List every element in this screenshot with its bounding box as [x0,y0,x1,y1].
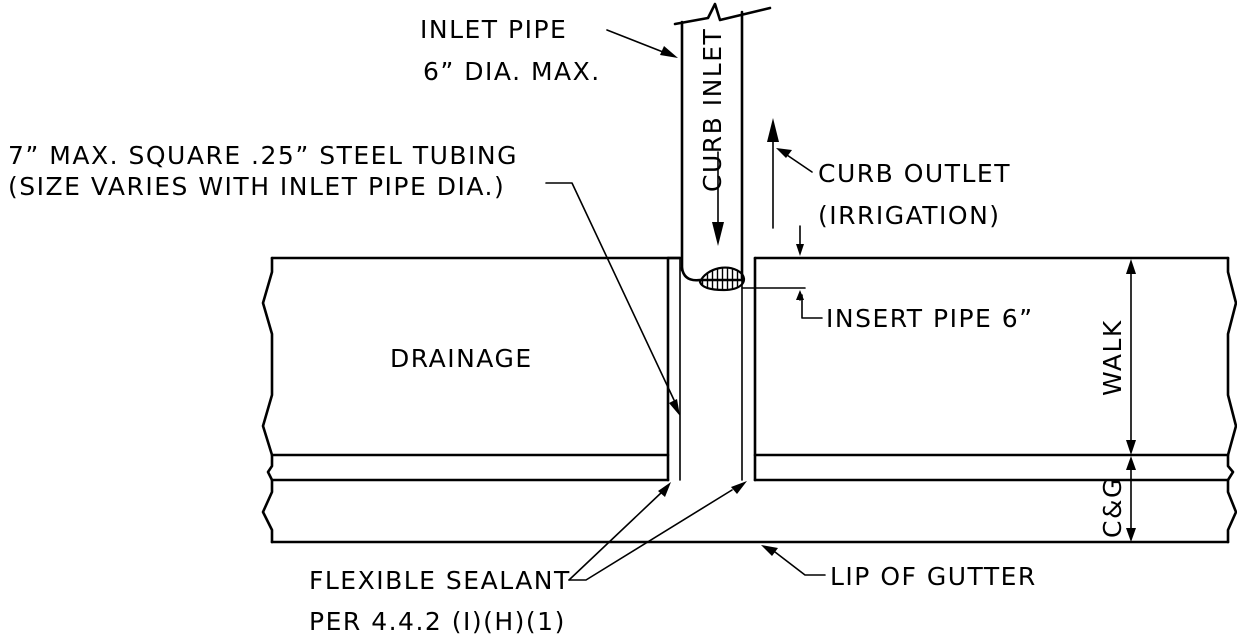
inlet-pipe [673,2,772,282]
lip-of-gutter-label: LIP OF GUTTER [830,562,1037,591]
curb-inlet-flow-arrow [712,151,724,246]
walk-label: WALK [1098,319,1127,396]
steel-tubing-leader [545,182,680,416]
inlet-pipe-leader [606,29,678,58]
curb-outlet-leader [776,148,813,173]
insert-pipe-label: INSERT PIPE 6” [826,304,1034,333]
drainage-label: DRAINAGE [390,344,533,373]
steel-tubing-label: 7” MAX. SQUARE .25” STEEL TUBING [8,141,518,170]
inlet-pipe-label: INLET PIPE [420,15,567,44]
flexible-sealant-leaders [568,481,747,581]
walk-dimension [1126,259,1136,455]
left-break-line [261,256,274,544]
c-and-g-dimension [1126,456,1136,542]
right-break-line [1226,256,1237,544]
pipe-section-hatch [698,266,746,292]
curb-outlet-label: CURB OUTLET [818,159,1011,188]
curb-inlet-label: CURB INLET [698,28,727,192]
flexible-sealant-reference-label: PER 4.4.2 (I)(H)(1) [309,607,566,636]
insert-pipe-dimension [741,225,823,319]
steel-tubing [666,256,757,482]
steel-tubing-note-label: (SIZE VARIES WITH INLET PIPE DIA.) [8,172,505,201]
inlet-pipe-size-label: 6” DIA. MAX. [423,57,601,86]
curb-outlet-irrigation-label: (IRRIGATION) [818,201,1001,230]
sidewalk-slab [270,256,1230,544]
flexible-sealant-label: FLEXIBLE SEALANT [309,566,571,595]
curb-outlet-flow-arrow [767,118,779,229]
lip-of-gutter-leader [761,545,826,576]
c-and-g-label: C&G [1098,477,1127,538]
